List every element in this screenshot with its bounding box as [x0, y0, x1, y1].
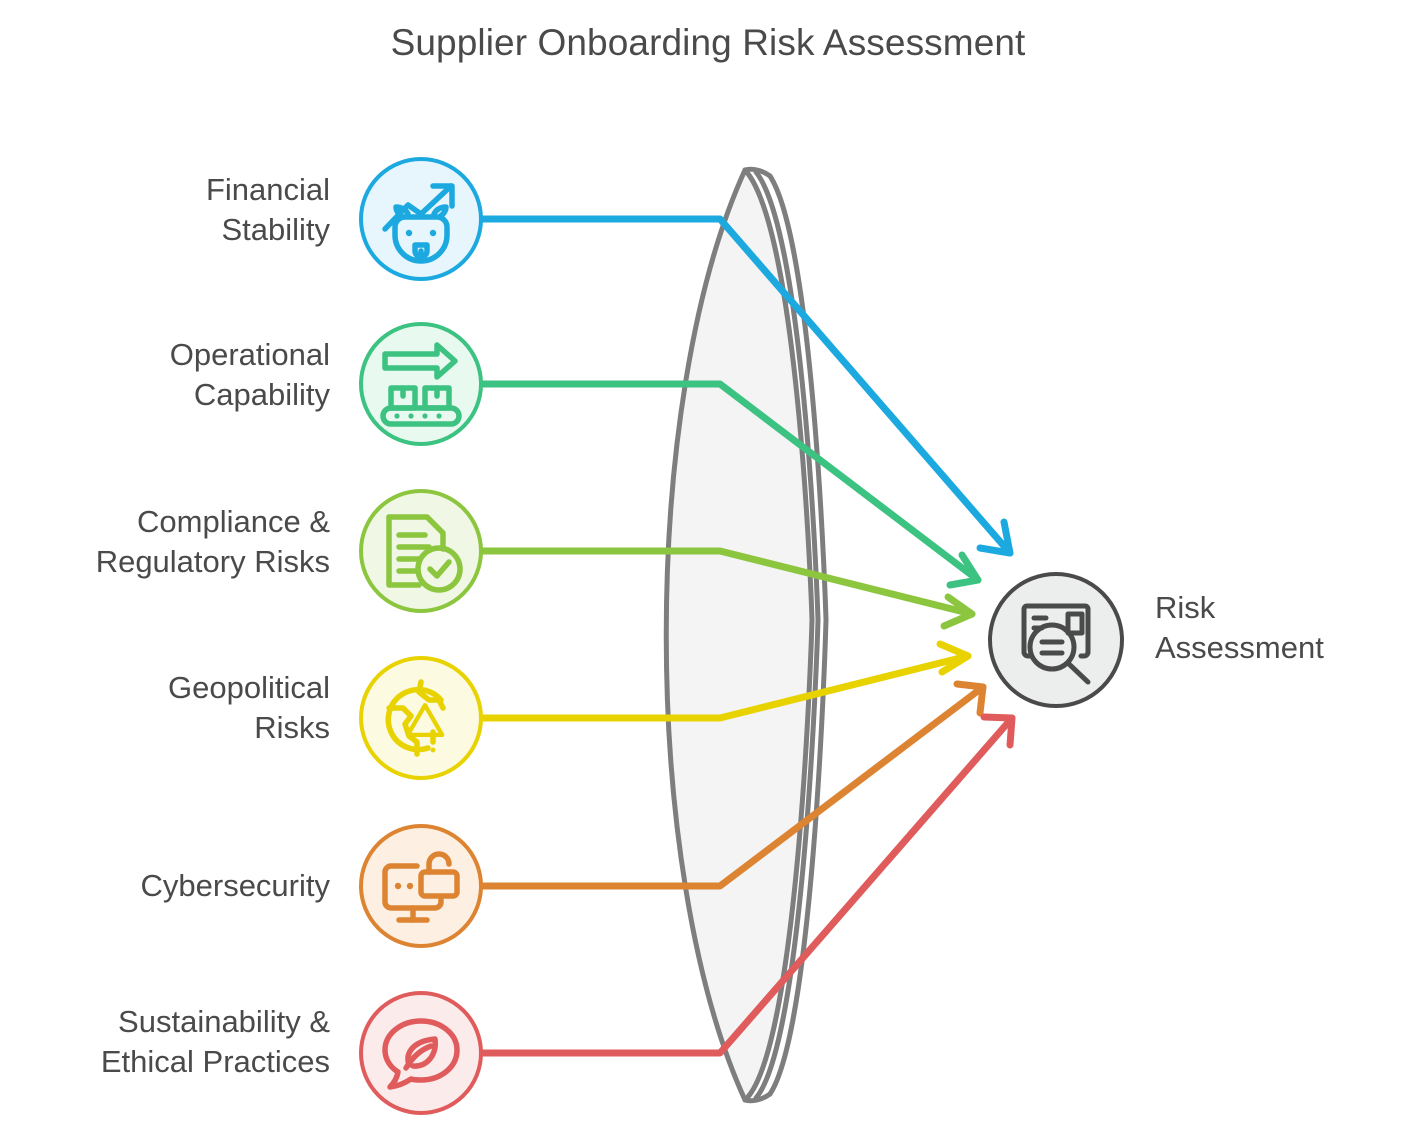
center-label-risk-assessment: Risk Assessment [1155, 588, 1405, 667]
icon-node-sustainability-ethics[interactable] [359, 991, 483, 1115]
label-line-2: Ethical Practices [100, 1043, 330, 1079]
connector-compliance-regulatory [479, 547, 976, 618]
monitor-unlock-icon [382, 851, 460, 923]
arrowhead-geopolitical-risks [936, 640, 972, 676]
connector-financial-stability [479, 215, 1014, 557]
connector-sustainability-ethics [479, 714, 1016, 1057]
label-line-1: Operational [169, 337, 330, 372]
page-title: Supplier Onboarding Risk Assessment [390, 22, 1026, 63]
center-label-line-1: Risk [1155, 590, 1216, 625]
node-label-compliance-regulatory: Compliance & Regulatory Risks [10, 502, 330, 581]
arrowhead-financial-stability [976, 518, 1014, 557]
node-label-financial-stability: Financial Stability [10, 170, 330, 249]
node-label-sustainability-ethics: Sustainability & Ethical Practices [10, 1002, 330, 1081]
arrowhead-sustainability-ethics [980, 713, 1016, 749]
bull-market-trend-icon [382, 183, 455, 264]
icon-node-financial-stability[interactable] [359, 157, 483, 281]
document-check-icon [386, 514, 463, 593]
center-node-risk-assessment[interactable] [988, 572, 1124, 708]
leaf-speech-bubble-icon [382, 1018, 460, 1090]
label-line-2: Risks [254, 709, 330, 745]
connector-geopolitical-risks [479, 652, 972, 722]
report-magnifier-icon [1021, 603, 1091, 685]
node-label-cybersecurity: Cybersecurity [10, 866, 331, 906]
icon-node-cybersecurity[interactable] [359, 824, 483, 948]
icon-node-compliance-regulatory[interactable] [359, 489, 483, 613]
globe-warning-icon [385, 679, 446, 757]
label-line-2: Stability [221, 211, 330, 247]
label-line-1: Geopolitical [168, 670, 330, 705]
arrowhead-cybersecurity [953, 680, 987, 717]
arrowhead-compliance-regulatory [940, 593, 976, 630]
label-line-1: Financial [205, 172, 330, 207]
node-label-geopolitical-risks: Geopolitical Risks [10, 668, 330, 747]
icon-node-operational-capability[interactable] [359, 322, 483, 446]
center-label-line-2: Assessment [1155, 629, 1324, 665]
connector-operational-capability [479, 380, 982, 584]
connector-cybersecurity [479, 683, 987, 890]
label-line-2: Regulatory Risks [95, 543, 330, 579]
label-line-2: Capability [193, 376, 330, 412]
node-label-operational-capability: Operational Capability [10, 335, 330, 414]
label-line-1: Sustainability & [118, 1004, 330, 1039]
icon-node-geopolitical-risks[interactable] [359, 656, 483, 780]
label-line-1: Compliance & [137, 504, 330, 539]
label-line-1: Cybersecurity [140, 868, 331, 903]
arrowhead-operational-capability [946, 551, 982, 589]
conveyor-belt-icon [380, 342, 462, 427]
